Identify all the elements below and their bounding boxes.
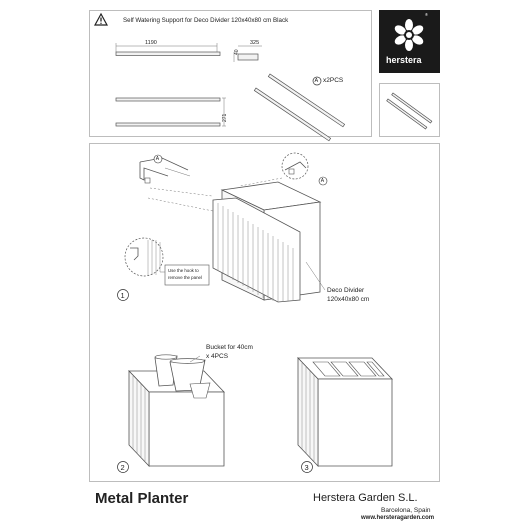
bucket-label-line2: x 4PCS bbox=[206, 353, 229, 360]
company-website: www.hersteragarden.com bbox=[361, 515, 435, 521]
bucket-label-line1: Bucket for 40cm bbox=[206, 344, 253, 351]
step1-number: 1 bbox=[120, 290, 125, 300]
hook-note-line2: remove the panel bbox=[168, 275, 202, 280]
brand-registered: ® bbox=[425, 12, 428, 17]
callout-a-right: A bbox=[320, 178, 325, 184]
product-title: Metal Planter bbox=[95, 490, 189, 507]
step3-number: 3 bbox=[304, 462, 309, 472]
hook-note-line1: Use the hook to bbox=[168, 268, 199, 273]
parts-panel bbox=[89, 10, 372, 137]
part-thumbnail bbox=[379, 83, 440, 137]
callout-a-left: A bbox=[155, 156, 160, 162]
parts-title: Self Watering Support for Deco Divider 1… bbox=[123, 17, 289, 24]
dim-length: 1190 bbox=[145, 40, 157, 46]
step2-number: 2 bbox=[120, 462, 125, 472]
company-city: Barcelona, Spain bbox=[381, 507, 431, 514]
part-a-qty: x2PCS bbox=[323, 77, 344, 84]
deco-label-line1: Deco Divider bbox=[327, 287, 365, 294]
part-a-label: A bbox=[314, 77, 319, 84]
brand-name: herstera bbox=[386, 55, 422, 65]
company-name: Herstera Garden S.L. bbox=[313, 492, 418, 504]
deco-label-line2: 120x40x80 cm bbox=[327, 296, 370, 303]
dim-end: 325 bbox=[250, 40, 260, 46]
